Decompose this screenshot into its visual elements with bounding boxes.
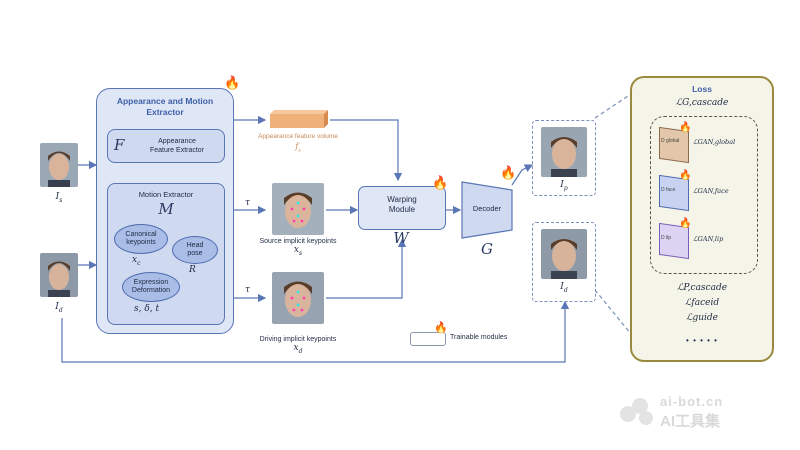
- loss-g-cascade: ℒG,cascade: [675, 98, 729, 108]
- source-image: [40, 143, 78, 187]
- loss-panel: Loss ℒG,cascade D global 🔥 ℒGAN,global D…: [630, 76, 774, 362]
- driving-output-face-graphic: [541, 229, 587, 279]
- tau-top: τ: [245, 198, 250, 208]
- watermark: ai-bot.cn AI工具集: [618, 392, 778, 432]
- watermark-brand: AI工具集: [660, 413, 721, 430]
- d-global-label: D global: [661, 138, 680, 144]
- loss-p-cascade: ℒP,cascade: [676, 283, 728, 293]
- source-image-label: Is: [55, 192, 63, 204]
- motion-symbol: M: [158, 200, 174, 218]
- decoder-symbol: G: [481, 240, 493, 258]
- arrow-driving-loop: [61, 300, 570, 363]
- appearance-label: Appearance Feature Extractor: [149, 138, 205, 154]
- feature-volume-label: Appearance feature volume: [258, 133, 338, 140]
- driving-image: [40, 253, 78, 297]
- driving-output-image: [541, 229, 587, 279]
- appearance-motion-extractor: Appearance and Motion Extractor F Appear…: [96, 88, 234, 334]
- decoder-block: [461, 181, 513, 239]
- decoder-trapezoid: [461, 181, 513, 239]
- driving-keypoints-image: [272, 272, 324, 324]
- watermark-logo-icon: [620, 398, 653, 425]
- predicted-image: [541, 127, 587, 177]
- d-global-flame-icon: 🔥: [679, 122, 692, 133]
- decoder-label: Decoder: [472, 204, 502, 213]
- source-keypoints-graphic: [272, 183, 324, 235]
- volume-top-face: [270, 110, 328, 114]
- driving-face-graphic: [40, 253, 78, 297]
- volume-front-face: [270, 114, 324, 128]
- appearance-feature-extractor: F Appearance Feature Extractor: [107, 129, 225, 163]
- driving-keypoints-caption: Driving implicit keypoints xd: [259, 336, 337, 355]
- decoder-trainable-flame-icon: 🔥: [500, 165, 517, 180]
- appearance-feature-volume: [270, 110, 328, 128]
- arrow-decoder-output: [511, 164, 534, 186]
- discriminator-group: D global 🔥 ℒGAN,global D face 🔥 ℒGAN,fac…: [650, 116, 758, 274]
- arrow-driving-kp-warp: [326, 238, 407, 299]
- driving-image-label: Id: [55, 302, 63, 314]
- loss-more: • • • • •: [686, 336, 718, 345]
- arrow-volume-to-warp: [330, 119, 403, 182]
- legend-trainable-label: Trainable modules: [450, 334, 508, 341]
- loss-title: Loss: [692, 84, 712, 94]
- warping-trainable-flame-icon: 🔥: [432, 175, 449, 190]
- source-keypoints-caption: Source implicit keypoints xs: [259, 238, 337, 257]
- head-pose-var: R: [189, 265, 196, 275]
- canonical-var: xc: [132, 255, 141, 267]
- d-lip-flame-icon: 🔥: [679, 218, 692, 229]
- extractor-title: Appearance and Motion Extractor: [116, 96, 214, 117]
- warping-symbol: W: [393, 229, 409, 247]
- source-keypoints-image: [272, 183, 324, 235]
- feature-volume-var: fs: [295, 142, 301, 154]
- gan-global-loss: ℒGAN,global: [693, 138, 736, 146]
- volume-side-face: [324, 110, 328, 128]
- watermark-url: ai-bot.cn: [660, 394, 724, 409]
- tau-bottom: τ: [245, 285, 250, 295]
- warping-label: Warping Module: [387, 195, 417, 214]
- gan-lip-loss: ℒGAN,lip: [693, 235, 724, 243]
- d-lip-label: D lip: [661, 235, 672, 241]
- legend-flame-icon: 🔥: [434, 322, 448, 334]
- predicted-output-frame: Ip: [532, 120, 596, 196]
- motion-extractor-title: Motion Extractor: [138, 190, 194, 199]
- d-face-label: D face: [661, 187, 676, 193]
- source-face-graphic: [40, 143, 78, 187]
- loss-guide: ℒguide: [685, 313, 718, 323]
- legend-trainable-swatch: [410, 332, 446, 346]
- driving-output-frame: Id: [532, 222, 596, 302]
- predicted-label: Ip: [560, 180, 568, 192]
- expression-vars: s, δ, t: [134, 304, 160, 314]
- gan-face-loss: ℒGAN,face: [693, 187, 729, 195]
- predicted-face-graphic: [541, 127, 587, 177]
- driving-keypoints-graphic: [272, 272, 324, 324]
- warping-module: Warping Module: [358, 186, 446, 230]
- d-face-flame-icon: 🔥: [679, 170, 692, 181]
- extractor-trainable-flame-icon: 🔥: [224, 75, 241, 90]
- appearance-symbol: F: [114, 136, 125, 154]
- driving-output-label: Id: [560, 282, 568, 294]
- loss-faceid: ℒfaceid: [684, 298, 720, 308]
